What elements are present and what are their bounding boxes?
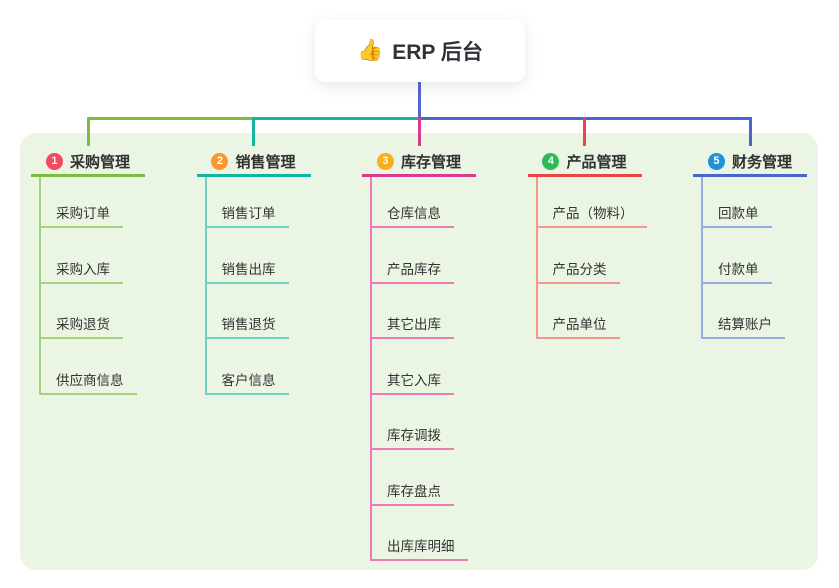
branch-spine: [204, 177, 207, 395]
branch-label: 产品管理: [566, 154, 627, 171]
branch-label: 采购管理: [69, 154, 130, 171]
branch-number-badge: 2: [211, 153, 229, 170]
branch-node[interactable]: 3 库存管理: [362, 149, 476, 174]
branch-number-badge: 1: [45, 153, 63, 170]
connector-branch-drop: [252, 117, 255, 146]
child-node[interactable]: 库存调拨: [370, 427, 454, 450]
root-node-label: ERP 后台: [392, 41, 483, 64]
child-node[interactable]: 仓库信息: [370, 205, 454, 228]
connector-branch-drop: [86, 117, 90, 146]
branch-underline: [196, 174, 311, 177]
branch-node[interactable]: 2 销售管理: [197, 149, 311, 174]
child-node[interactable]: 结算账户: [701, 316, 785, 339]
branch-label: 库存管理: [400, 154, 461, 171]
branch-spine: [370, 177, 372, 561]
child-node[interactable]: 其它出库: [370, 316, 454, 339]
child-node[interactable]: 销售出库: [204, 261, 289, 284]
child-node[interactable]: 产品库存: [370, 261, 454, 284]
child-node[interactable]: 销售订单: [204, 205, 289, 228]
child-node[interactable]: 其它入库: [370, 372, 454, 395]
connector-root-line: [417, 82, 421, 118]
child-node[interactable]: 采购退货: [39, 316, 123, 339]
branch-number-badge: 5: [707, 153, 725, 170]
branch-number-badge: 4: [542, 153, 560, 170]
connector-branch-drop: [417, 117, 421, 146]
child-node[interactable]: 库存盘点: [370, 483, 454, 506]
connector-branch-drop: [748, 117, 752, 146]
child-node[interactable]: 客户信息: [204, 372, 289, 395]
branch-node[interactable]: 5 财务管理: [693, 149, 807, 174]
child-node[interactable]: 供应商信息: [39, 372, 137, 395]
connector-branch-drop: [583, 117, 586, 146]
branch-underline: [31, 174, 145, 177]
branch-node[interactable]: 1 采购管理: [31, 149, 145, 174]
branch-underline: [527, 174, 642, 177]
root-node[interactable]: 👍 ERP 后台: [315, 20, 525, 82]
child-node[interactable]: 产品（物料）: [535, 205, 647, 228]
child-node[interactable]: 产品分类: [535, 261, 620, 284]
child-node[interactable]: 采购订单: [39, 205, 123, 228]
child-node[interactable]: 销售退货: [204, 316, 289, 339]
branch-spine: [39, 177, 41, 395]
connector-top-line: [252, 117, 421, 120]
branch-spine: [535, 177, 538, 339]
connector-top-line: [86, 117, 255, 120]
branch-label: 销售管理: [235, 154, 296, 171]
branch-underline: [362, 174, 476, 177]
child-node[interactable]: 产品单位: [535, 316, 620, 339]
child-node[interactable]: 回款单: [701, 205, 772, 228]
child-node[interactable]: 采购入库: [39, 261, 123, 284]
child-node[interactable]: 付款单: [701, 261, 772, 284]
branch-underline: [693, 174, 807, 177]
branch-spine: [701, 177, 703, 339]
branch-number-badge: 3: [376, 153, 394, 170]
branches-panel: [20, 133, 818, 570]
child-node[interactable]: 出库库明细: [370, 538, 468, 561]
thumbs-up-icon: 👍: [357, 39, 384, 62]
branch-label: 财务管理: [731, 154, 792, 171]
branch-node[interactable]: 4 产品管理: [528, 149, 642, 174]
